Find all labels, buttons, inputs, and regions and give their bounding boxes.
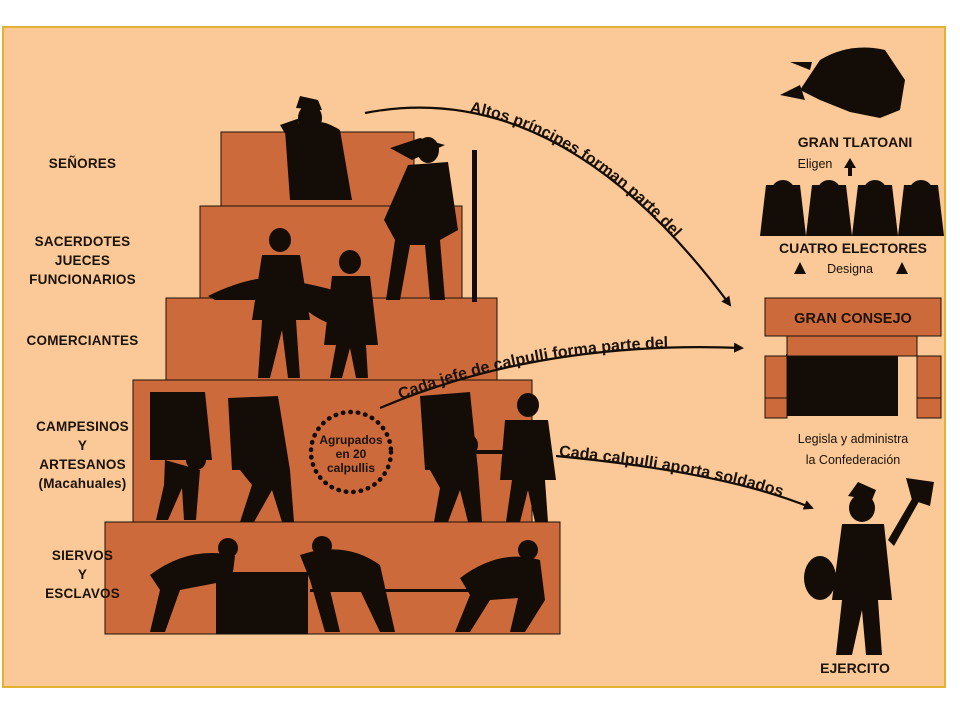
label-senores: SEÑORES [48, 156, 117, 171]
label-campesinos: CAMPESINOS Y ARTESANOS (Macahuales) [36, 419, 129, 491]
peasant-silhouette-1 [150, 392, 212, 520]
lord-silhouette [280, 96, 352, 200]
small-arrows [794, 158, 908, 274]
arrow-label-aporta: Cada calpulli aporta soldados [558, 443, 785, 500]
cuatro-electores-label: CUATRO ELECTORES [778, 240, 928, 256]
eligen-label: Eligen [797, 157, 833, 171]
council-building [786, 354, 898, 416]
arrow-label-altos: Altos príncipes forman parte del [468, 99, 684, 241]
svg-text:Agrupados: Agrupados [319, 433, 383, 447]
arrow-aporta [555, 454, 814, 510]
servant-silhouette-2 [300, 536, 395, 632]
arrow-jefe [379, 342, 744, 410]
ejercito-warrior-silhouette [804, 478, 934, 655]
merchant-silhouette [298, 250, 378, 378]
silhouettes [150, 47, 944, 655]
gran-tlatoani-label: GRAN TLATOANI [797, 134, 913, 150]
artisan-silhouette-1 [420, 392, 482, 522]
svg-text:en 20: en 20 [336, 447, 367, 461]
arrow-up-designa-right [896, 262, 908, 274]
legisla-label: Legisla y administra [797, 432, 909, 446]
peasant-silhouette-2 [228, 396, 294, 522]
servant-silhouette-1 [150, 538, 238, 632]
arrows [364, 106, 814, 510]
ejercito-label: EJERCITO [820, 660, 890, 676]
designa-label: Designa [827, 262, 873, 276]
servant-silhouette-3 [310, 540, 545, 632]
block-silhouette [216, 572, 308, 634]
arrow-altos [364, 106, 732, 307]
arrow-up-eligen [844, 158, 856, 176]
calpullis-text: Agrupados en 20 calpullis [319, 433, 383, 475]
confederacion-label: la Confederación [805, 453, 901, 467]
artisan-silhouette-2 [470, 393, 556, 522]
label-siervos: SIERVOS Y ESCLAVOS [45, 548, 120, 601]
label-comerciantes: COMERCIANTES [26, 333, 139, 348]
label-sacerdotes: SACERDOTES JUECES FUNCIONARIOS [29, 234, 136, 287]
tlatoani-silhouette [780, 47, 905, 118]
elector-silhouettes [760, 180, 944, 236]
arrow-up-designa-left [794, 262, 806, 274]
svg-text:calpullis: calpullis [327, 461, 375, 475]
gran-consejo-label: GRAN CONSEJO [794, 311, 912, 327]
warrior-staff-silhouette [384, 137, 477, 302]
priest-silhouette [208, 228, 310, 378]
calpullis-circle [308, 409, 394, 495]
gran-consejo-frame [764, 297, 942, 419]
